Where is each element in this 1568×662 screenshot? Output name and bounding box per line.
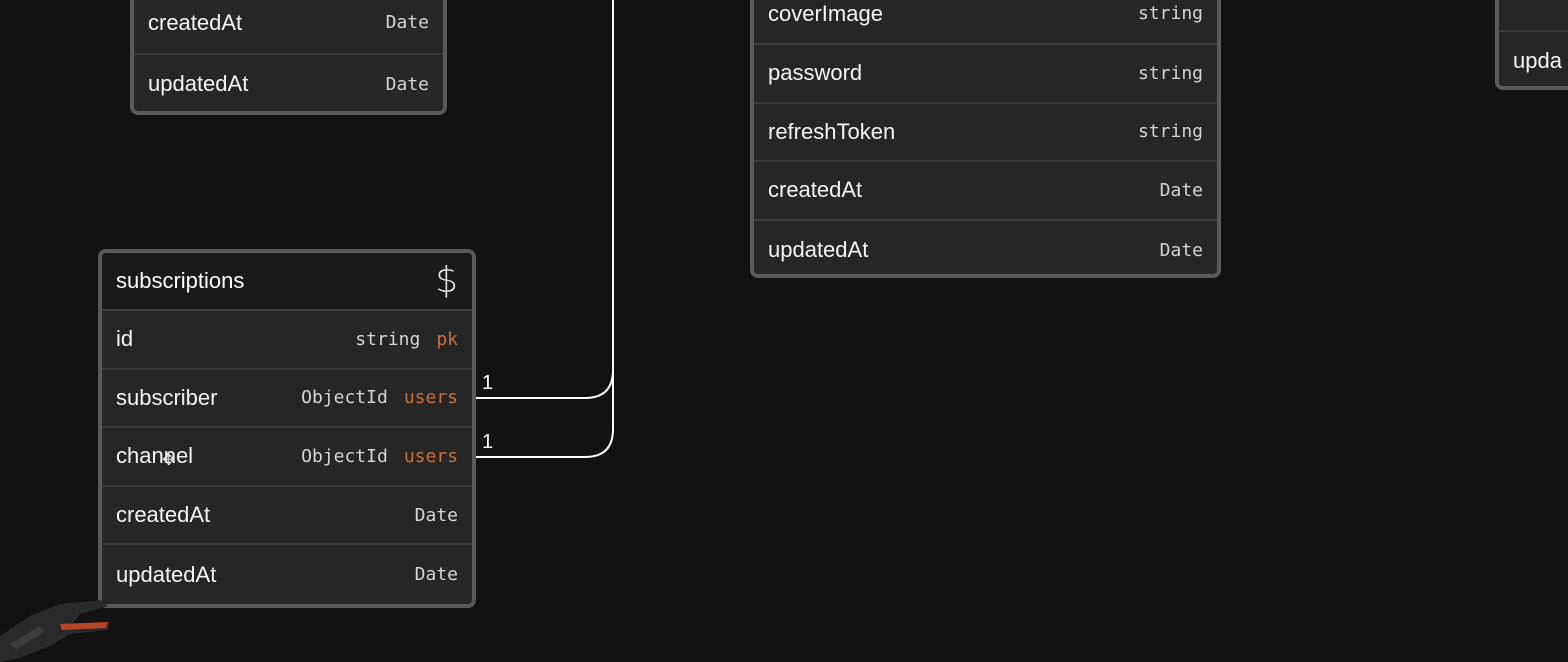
relation-cardinality-label: 1 [482,372,494,394]
table-row[interactable]: password string [754,45,1217,104]
relation-line-channel[interactable] [468,370,614,458]
field-type: string [355,328,421,350]
table-right-partial[interactable]: upda [1495,0,1568,90]
table-users[interactable]: coverImage string password string refres… [750,0,1221,278]
field-name: createdAt [116,502,211,528]
table-row[interactable]: createdAt Date [102,487,472,546]
move-cursor-icon: ✥ [162,450,176,469]
table-row[interactable]: id string pk [102,311,472,370]
field-type: Date [1159,179,1203,201]
relation-cardinality-label: 1 [482,431,494,453]
field-type: string [1137,3,1203,24]
table-top-left[interactable]: createdAt Date updatedAt Date [130,0,447,115]
corner-decoration-icon [0,600,110,662]
table-subscriptions[interactable]: subscriptions $ id string pk subscriber … [98,249,476,608]
table-row[interactable]: refreshToken string [754,104,1217,163]
field-name: createdAt [148,9,243,35]
field-type: ObjectId [301,387,388,409]
field-type: string [1137,121,1203,143]
field-name: updatedAt [148,71,249,97]
field-name: password [768,60,863,86]
field-type: Date [414,504,458,526]
relation-line-subscriber[interactable] [468,0,614,399]
field-type: ObjectId [301,445,388,467]
table-row[interactable]: channel ObjectId users [102,428,472,487]
table-row[interactable]: updatedAt Date [102,545,472,604]
table-row[interactable] [1499,0,1568,32]
field-name: channel [116,443,194,469]
table-row[interactable]: subscriber ObjectId users [102,370,472,429]
field-type: Date [414,564,458,586]
table-row[interactable]: updatedAt Date [754,221,1217,274]
field-type: Date [385,73,429,95]
field-name: createdAt [768,177,863,203]
field-name: coverImage [768,0,883,26]
foreign-key-ref: users [403,387,458,409]
field-type: string [1137,62,1203,84]
primary-key-badge: pk [436,328,458,350]
dollar-icon[interactable]: $ [435,260,458,301]
field-name: refreshToken [768,118,896,144]
field-name: upda [1513,48,1562,73]
table-header[interactable]: subscriptions $ [102,253,472,311]
field-name: subscriber [116,384,218,410]
table-row[interactable]: createdAt Date [134,0,443,55]
field-name: updatedAt [116,561,217,587]
field-type: Date [1159,239,1203,261]
table-row[interactable]: createdAt Date [754,162,1217,221]
table-row[interactable]: updatedAt Date [134,55,443,111]
table-row[interactable]: upda [1499,32,1568,86]
table-row[interactable]: coverImage string [754,0,1217,45]
table-title: subscriptions [116,268,245,293]
foreign-key-ref: users [403,445,458,467]
field-name: updatedAt [768,237,869,263]
field-type: Date [385,12,429,33]
field-name: id [116,326,134,352]
